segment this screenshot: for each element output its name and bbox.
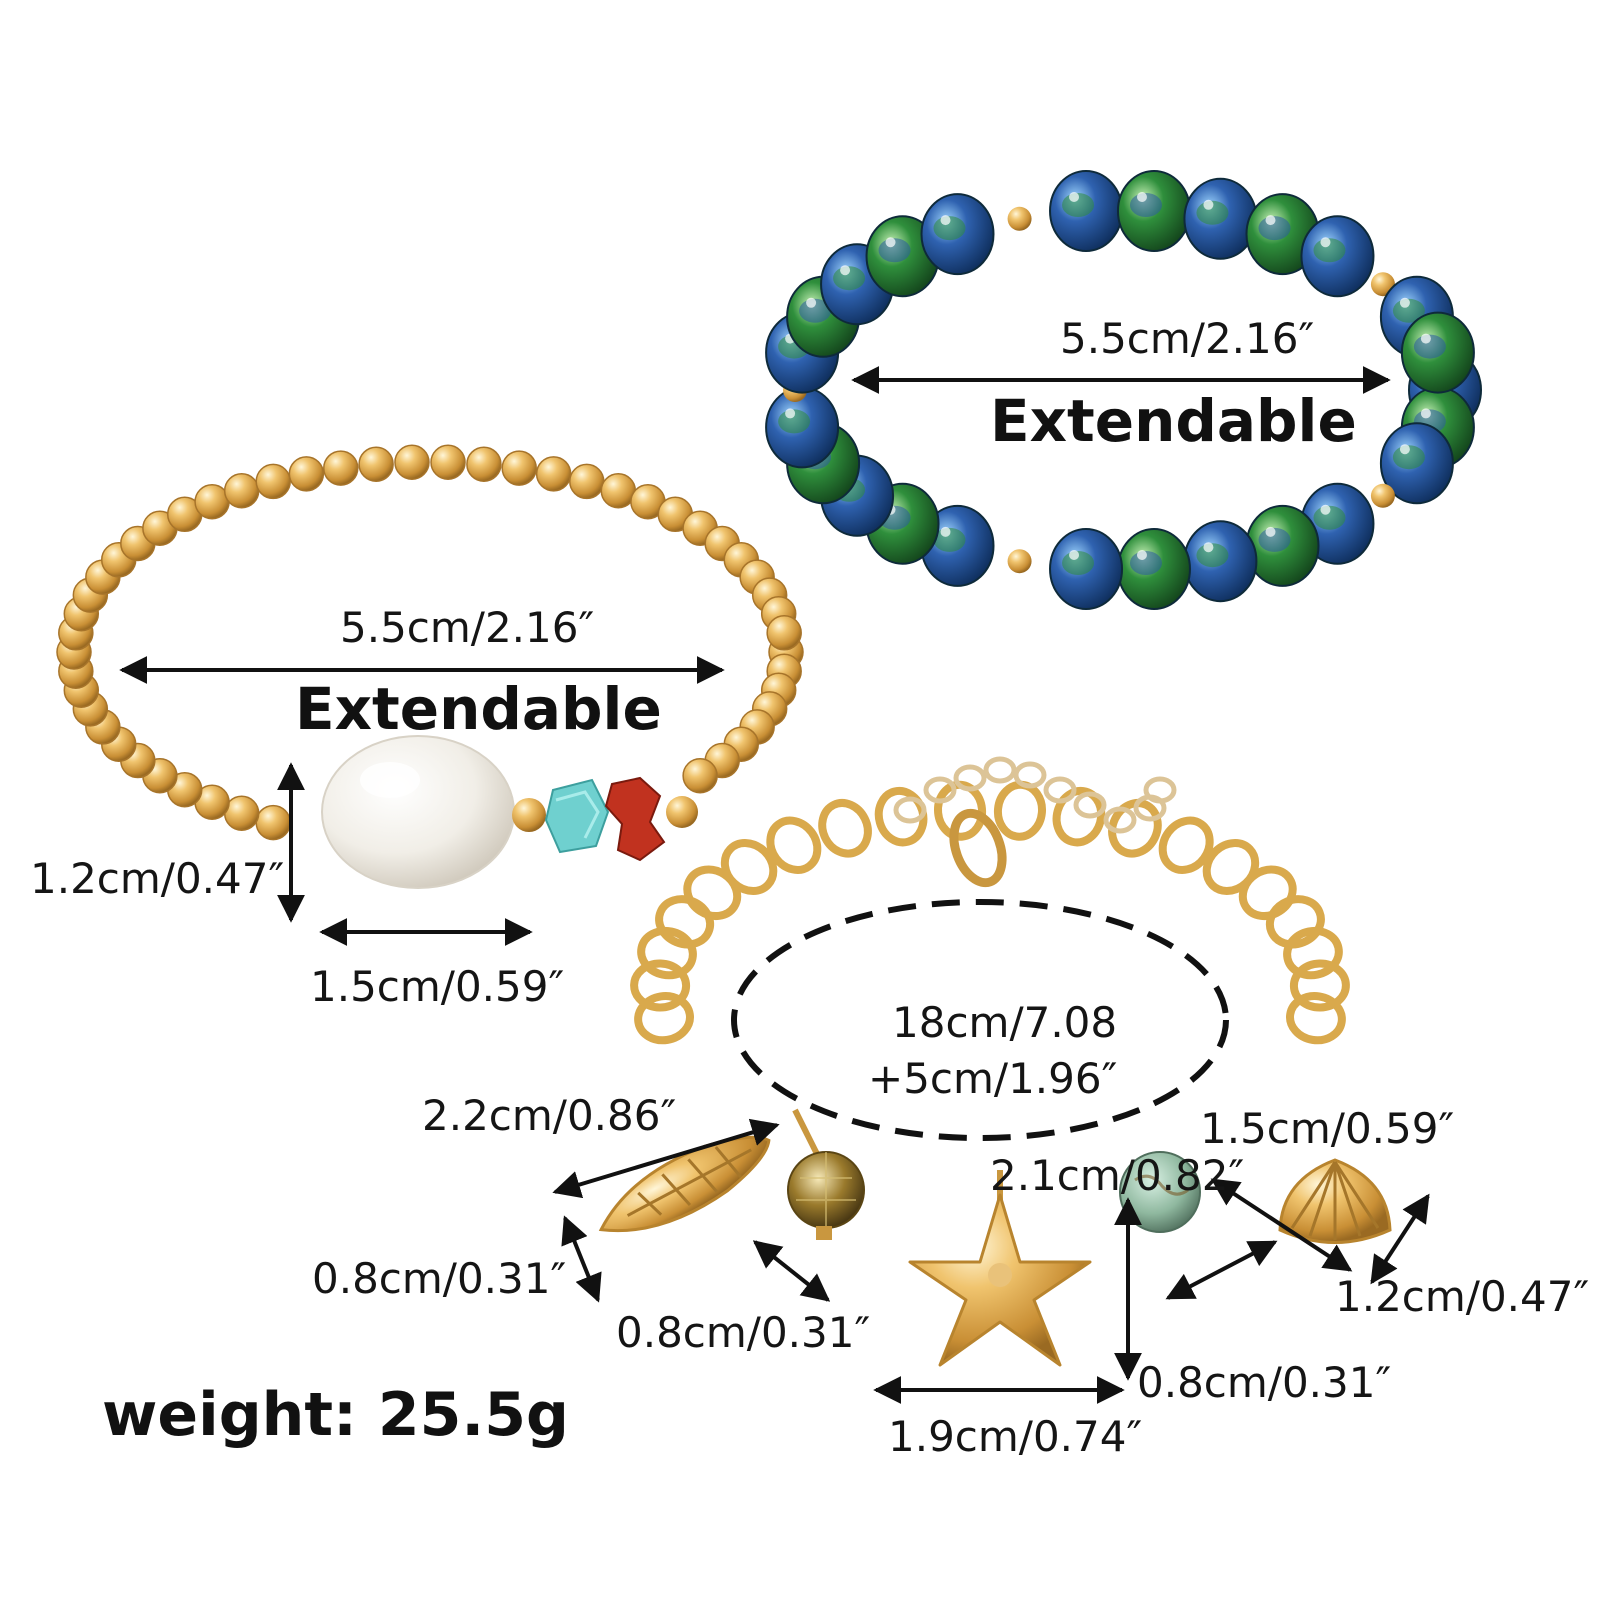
crystal-width-arrow bbox=[752, 1240, 831, 1302]
extender-link bbox=[1043, 776, 1077, 804]
blue-bracelet-size-label: 5.5cm/2.16″ bbox=[1060, 314, 1315, 363]
faceted-glass-bead bbox=[1049, 528, 1124, 611]
chain-link bbox=[720, 839, 778, 895]
starfish-charm bbox=[908, 1193, 1092, 1367]
faceted-glass-bead bbox=[920, 193, 995, 276]
chain-link bbox=[683, 865, 742, 921]
chain-link bbox=[1158, 816, 1214, 874]
chain-link bbox=[1286, 992, 1346, 1045]
faceted-glass-bead bbox=[1400, 311, 1475, 394]
extender-chain bbox=[893, 756, 1177, 834]
chain-link bbox=[993, 780, 1047, 841]
gold-bead bbox=[288, 456, 325, 492]
blue-bead-bracelet bbox=[765, 169, 1482, 611]
faceted-glass-bead bbox=[1245, 193, 1320, 276]
bead-width-label: 0.8cm/0.31″ bbox=[1137, 1358, 1392, 1407]
gold-bead bbox=[430, 444, 466, 480]
pearl-bracelet-size-label: 5.5cm/2.16″ bbox=[340, 603, 595, 652]
gold-bead bbox=[255, 463, 291, 500]
gold-bead bbox=[323, 450, 359, 486]
conch-length-label: 2.2cm/0.86″ bbox=[422, 1091, 677, 1140]
chain-link bbox=[1289, 959, 1350, 1012]
chain-link bbox=[1265, 895, 1325, 949]
chain-link bbox=[630, 959, 691, 1012]
chain-link bbox=[655, 895, 715, 949]
faceted-glass-bead bbox=[1245, 504, 1320, 587]
circumference-dashed-ellipse bbox=[731, 899, 1229, 1141]
faceted-glass-bead bbox=[1049, 169, 1124, 252]
faceted-glass-bead bbox=[1183, 520, 1258, 603]
faceted-glass-bead bbox=[920, 504, 995, 587]
faceted-glass-bead bbox=[1300, 215, 1375, 298]
gold-bead bbox=[682, 758, 718, 794]
gold-spacer-bead bbox=[1370, 483, 1395, 508]
gold-bead bbox=[569, 463, 605, 500]
pearl-height-label: 1.2cm/0.47″ bbox=[30, 854, 285, 903]
gold-bead bbox=[255, 804, 291, 841]
faceted-glass-bead bbox=[1300, 482, 1375, 565]
pearl-bracelet-extendable-label: Extendable bbox=[295, 675, 662, 743]
chain-link bbox=[637, 926, 697, 980]
chain-link bbox=[818, 799, 872, 858]
faceted-glass-bead bbox=[1183, 177, 1258, 260]
shell-width-label: 1.2cm/0.47″ bbox=[1335, 1272, 1590, 1321]
gold-spacer-bead bbox=[666, 796, 698, 828]
chain-link bbox=[1238, 865, 1297, 921]
gold-bead bbox=[358, 446, 394, 482]
extender-link bbox=[893, 796, 927, 824]
extender-link bbox=[1013, 761, 1047, 789]
blue-bracelet-extendable-label: Extendable bbox=[990, 387, 1357, 455]
lobster-clasp bbox=[949, 808, 1007, 888]
crystal-bead-charm bbox=[787, 1151, 865, 1240]
charm-jump-ring bbox=[792, 1108, 823, 1162]
bead-width-arrow bbox=[1165, 1240, 1278, 1300]
extender-link bbox=[923, 776, 957, 804]
conch-width-label: 0.8cm/0.31″ bbox=[312, 1254, 567, 1303]
extender-link bbox=[983, 756, 1017, 784]
crystal-width-label: 0.8cm/0.31″ bbox=[616, 1308, 871, 1357]
conch-width-arrow bbox=[561, 1215, 602, 1303]
chain-link bbox=[1052, 786, 1106, 847]
extender-link bbox=[953, 764, 987, 792]
baroque-pearl bbox=[321, 735, 515, 889]
extender-link bbox=[1143, 776, 1177, 804]
chain-link bbox=[1108, 799, 1162, 858]
faceted-glass-bead bbox=[1379, 422, 1454, 505]
gold-bead-pearl-bracelet bbox=[56, 444, 804, 841]
charm-bracelet-length-line1: 18cm/7.08 bbox=[892, 998, 1118, 1047]
red-coral-chip bbox=[604, 776, 666, 862]
weight-label: weight: 25.5g bbox=[102, 1380, 569, 1450]
extender-link bbox=[1103, 806, 1137, 834]
extender-link bbox=[1073, 791, 1107, 819]
gold-bead bbox=[501, 450, 537, 486]
gold-spacer-bead bbox=[1007, 549, 1032, 574]
gold-spacer-bead bbox=[1007, 206, 1032, 231]
starfish-height-label: 2.1cm/0.82″ bbox=[990, 1151, 1245, 1200]
charm-bracelet-length-line2: +5cm/1.96″ bbox=[868, 1054, 1118, 1103]
gold-bead bbox=[394, 444, 430, 480]
dimension-arrows bbox=[119, 366, 1430, 1404]
pearl-width-label: 1.5cm/0.59″ bbox=[310, 962, 565, 1011]
chain-link bbox=[1283, 926, 1343, 980]
gold-bead bbox=[535, 456, 572, 492]
chain-link bbox=[634, 992, 694, 1045]
conch-length-arrow bbox=[552, 1118, 780, 1199]
starfish-width-label: 1.9cm/0.74″ bbox=[888, 1412, 1143, 1461]
scallop-shell-charm bbox=[1278, 1158, 1392, 1244]
gold-bead bbox=[766, 615, 802, 651]
shell-length-arrow bbox=[1210, 1178, 1353, 1272]
gold-spacer-bead bbox=[512, 798, 546, 832]
faceted-glass-bead bbox=[1116, 169, 1191, 252]
shell-length-label: 1.5cm/0.59″ bbox=[1200, 1104, 1455, 1153]
chain-link bbox=[766, 816, 822, 874]
shell-width-arrow bbox=[1370, 1193, 1430, 1285]
faceted-glass-bead bbox=[1116, 528, 1191, 611]
gold-bead bbox=[223, 473, 260, 509]
gold-bead bbox=[466, 446, 502, 482]
turquoise-bead bbox=[544, 778, 610, 854]
faceted-glass-bead bbox=[765, 386, 840, 469]
